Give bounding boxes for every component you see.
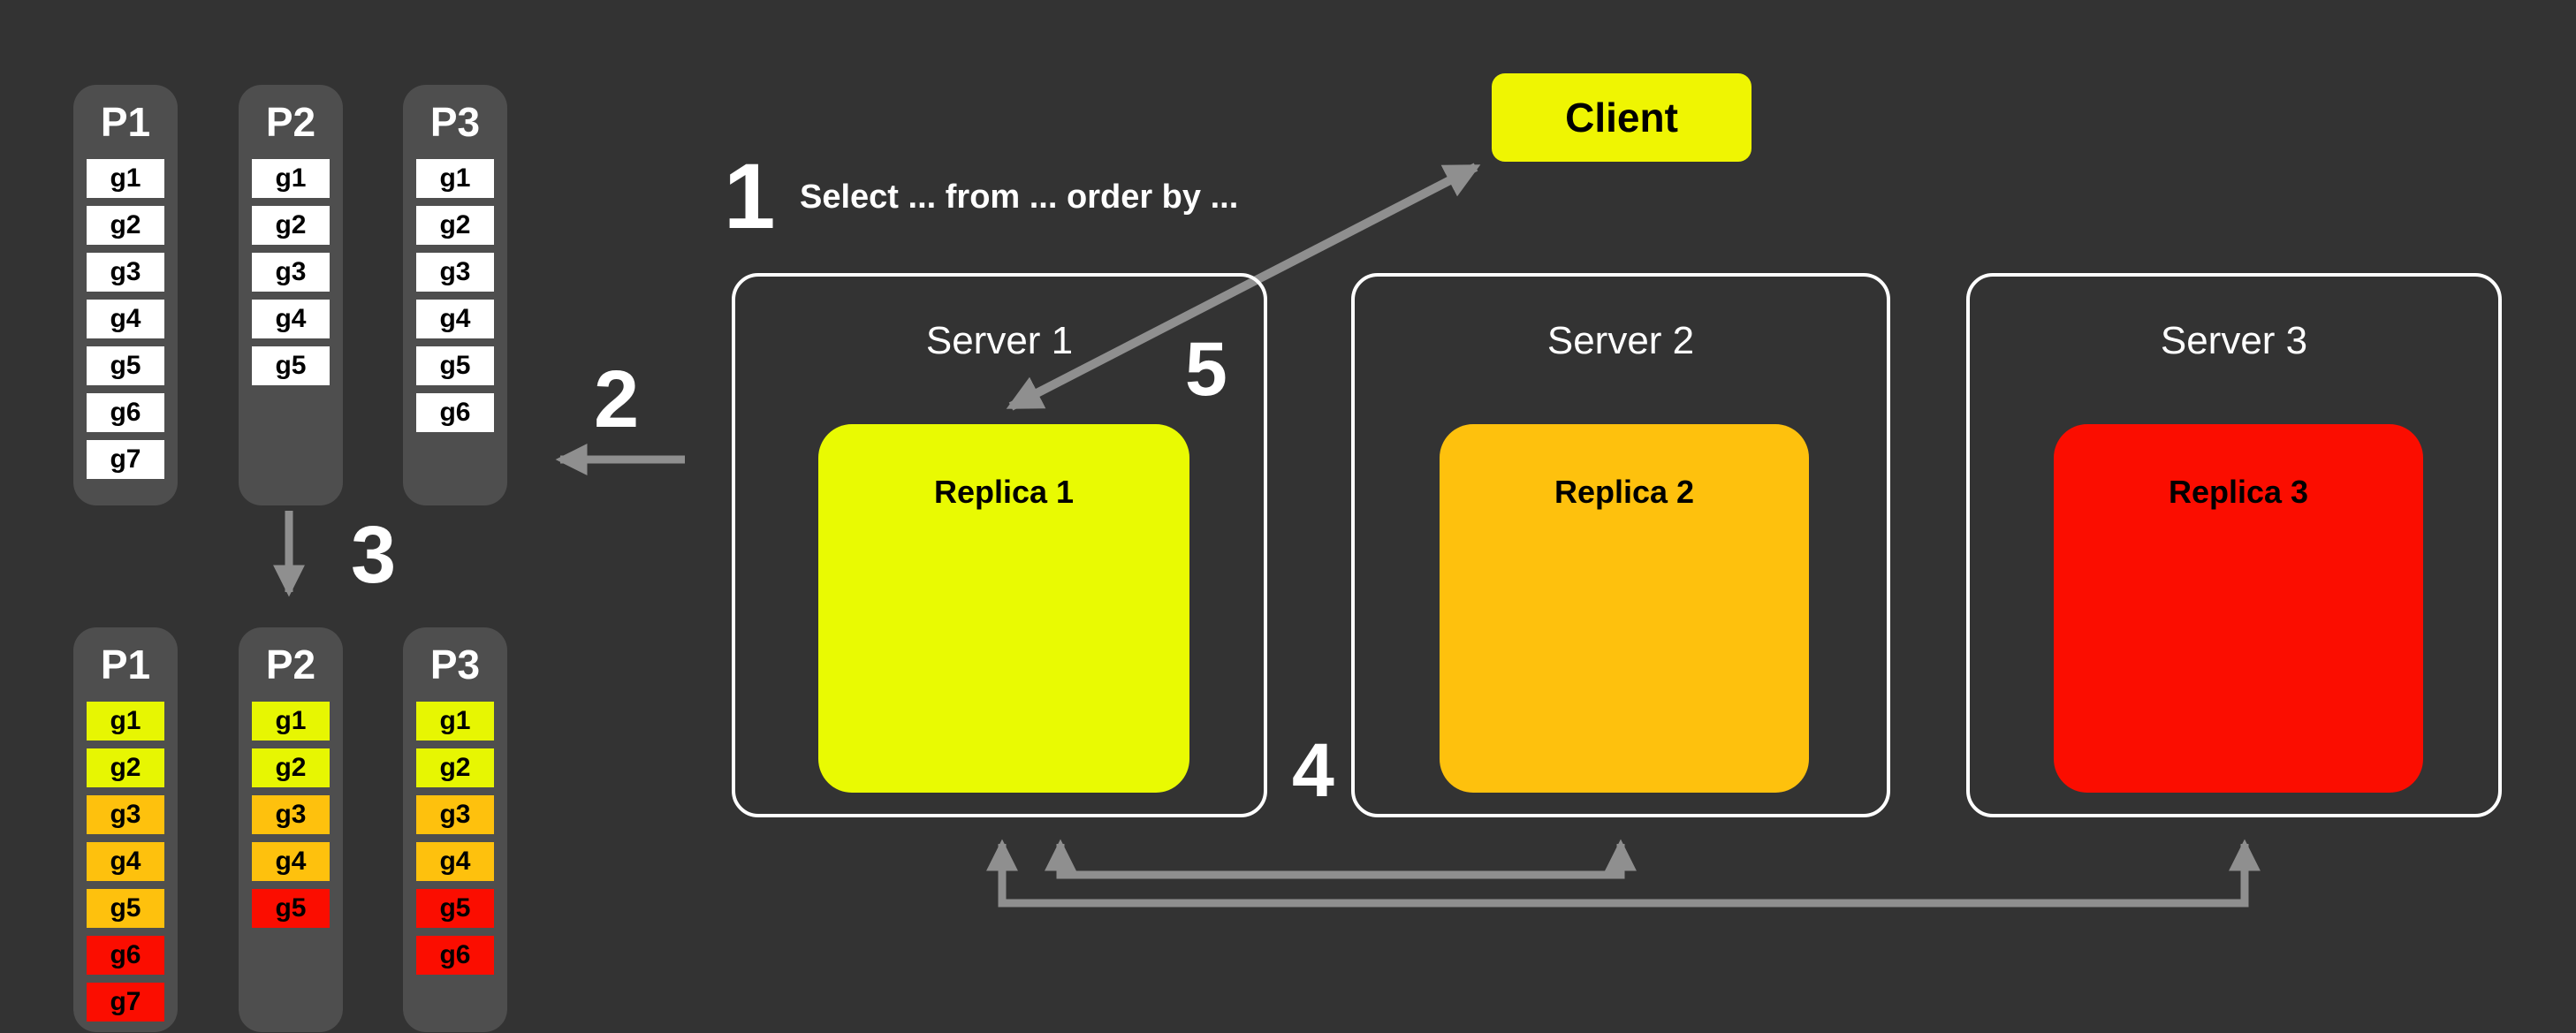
granule-cell-g1: g1 [252,159,330,198]
partition-sorted-p2: P2 g1 g2 g3 g4 g5 [239,627,343,1032]
granule-cell-g1: g1 [87,159,164,198]
granule-cell-g4: g4 [416,842,494,881]
partition-cells: g1 g2 g3 g4 g5 g6 g7 [73,702,178,1022]
partition-sorted-p1: P1 g1 g2 g3 g4 g5 g6 g7 [73,627,178,1032]
granule-cell-g2: g2 [416,748,494,787]
step2-number: 2 [594,354,640,444]
granule-cell-g3: g3 [87,795,164,834]
granule-cell-g4: g4 [87,300,164,338]
granule-cell-g2: g2 [252,206,330,245]
server-3-box: Server 3 Replica 3 [1966,273,2502,817]
granule-cell-g6: g6 [87,936,164,975]
granule-cell-g5: g5 [252,889,330,928]
replica-3-box: Replica 3 [2054,424,2423,793]
granule-cell-g2: g2 [252,748,330,787]
granule-cell-g3: g3 [252,253,330,292]
sync-arrow-server1-server3 [986,839,2261,908]
granule-cell-g5: g5 [416,346,494,385]
granule-cell-g4: g4 [252,842,330,881]
step5-number: 5 [1185,327,1227,412]
step3-number: 3 [351,510,397,600]
granule-cell-g1: g1 [416,702,494,741]
partition-cells: g1 g2 g3 g4 g5 [239,159,343,385]
partition-unsorted-p1: P1 g1 g2 g3 g4 g5 g6 g7 [73,85,178,505]
partition-unsorted-p3: P3 g1 g2 g3 g4 g5 g6 [403,85,507,505]
step4-number: 4 [1292,728,1334,813]
partition-sorted-p3: P3 g1 g2 g3 g4 g5 g6 [403,627,507,1032]
server-2-box: Server 2 Replica 2 [1351,273,1890,817]
partition-cells: g1 g2 g3 g4 g5 g6 [403,159,507,432]
granule-cell-g3: g3 [416,253,494,292]
granule-cell-g1: g1 [416,159,494,198]
granule-cell-g2: g2 [87,206,164,245]
granule-cell-g6: g6 [87,393,164,432]
replica-3-label: Replica 3 [2168,474,2309,510]
partition-cells: g1 g2 g3 g4 g5 [239,702,343,928]
granule-cell-g3: g3 [87,253,164,292]
granule-cell-g5: g5 [252,346,330,385]
replica-2-label: Replica 2 [1554,474,1695,510]
granule-cell-g7: g7 [87,983,164,1022]
granule-cell-g3: g3 [252,795,330,834]
granule-cell-g7: g7 [87,440,164,479]
granule-cell-g6: g6 [416,393,494,432]
server-3-label: Server 3 [2160,319,2308,362]
replica-1-box: Replica 1 [818,424,1189,793]
granule-cell-g5: g5 [87,889,164,928]
granule-cell-g1: g1 [252,702,330,741]
server-1-box: Server 1 Replica 1 [732,273,1267,817]
step1-query-text: Select ... from ... order by ... [800,178,1239,216]
sync-arrow-server1-server2 [1045,839,1637,879]
replica-2-box: Replica 2 [1440,424,1809,793]
partition-title: P1 [100,99,151,145]
replica-1-label: Replica 1 [933,474,1075,510]
granule-cell-g4: g4 [87,842,164,881]
server-1-label: Server 1 [925,319,1074,362]
granule-cell-g2: g2 [416,206,494,245]
granule-cell-g3: g3 [416,795,494,834]
granule-cell-g5: g5 [416,889,494,928]
client-box: Client [1492,73,1752,162]
partition-unsorted-p2: P2 g1 g2 g3 g4 g5 [239,85,343,505]
granule-cell-g4: g4 [252,300,330,338]
granule-cell-g5: g5 [87,346,164,385]
partition-title: P3 [429,99,481,145]
partition-cells: g1 g2 g3 g4 g5 g6 [403,702,507,975]
partition-title: P3 [429,642,481,687]
partition-title: P2 [265,642,316,687]
server-2-label: Server 2 [1546,319,1695,362]
granule-cell-g4: g4 [416,300,494,338]
granule-cell-g6: g6 [416,936,494,975]
partition-title: P2 [265,99,316,145]
partition-cells: g1 g2 g3 g4 g5 g6 g7 [73,159,178,479]
partition-title: P1 [100,642,151,687]
granule-cell-g1: g1 [87,702,164,741]
granule-cell-g2: g2 [87,748,164,787]
step1-number: 1 [724,145,776,248]
